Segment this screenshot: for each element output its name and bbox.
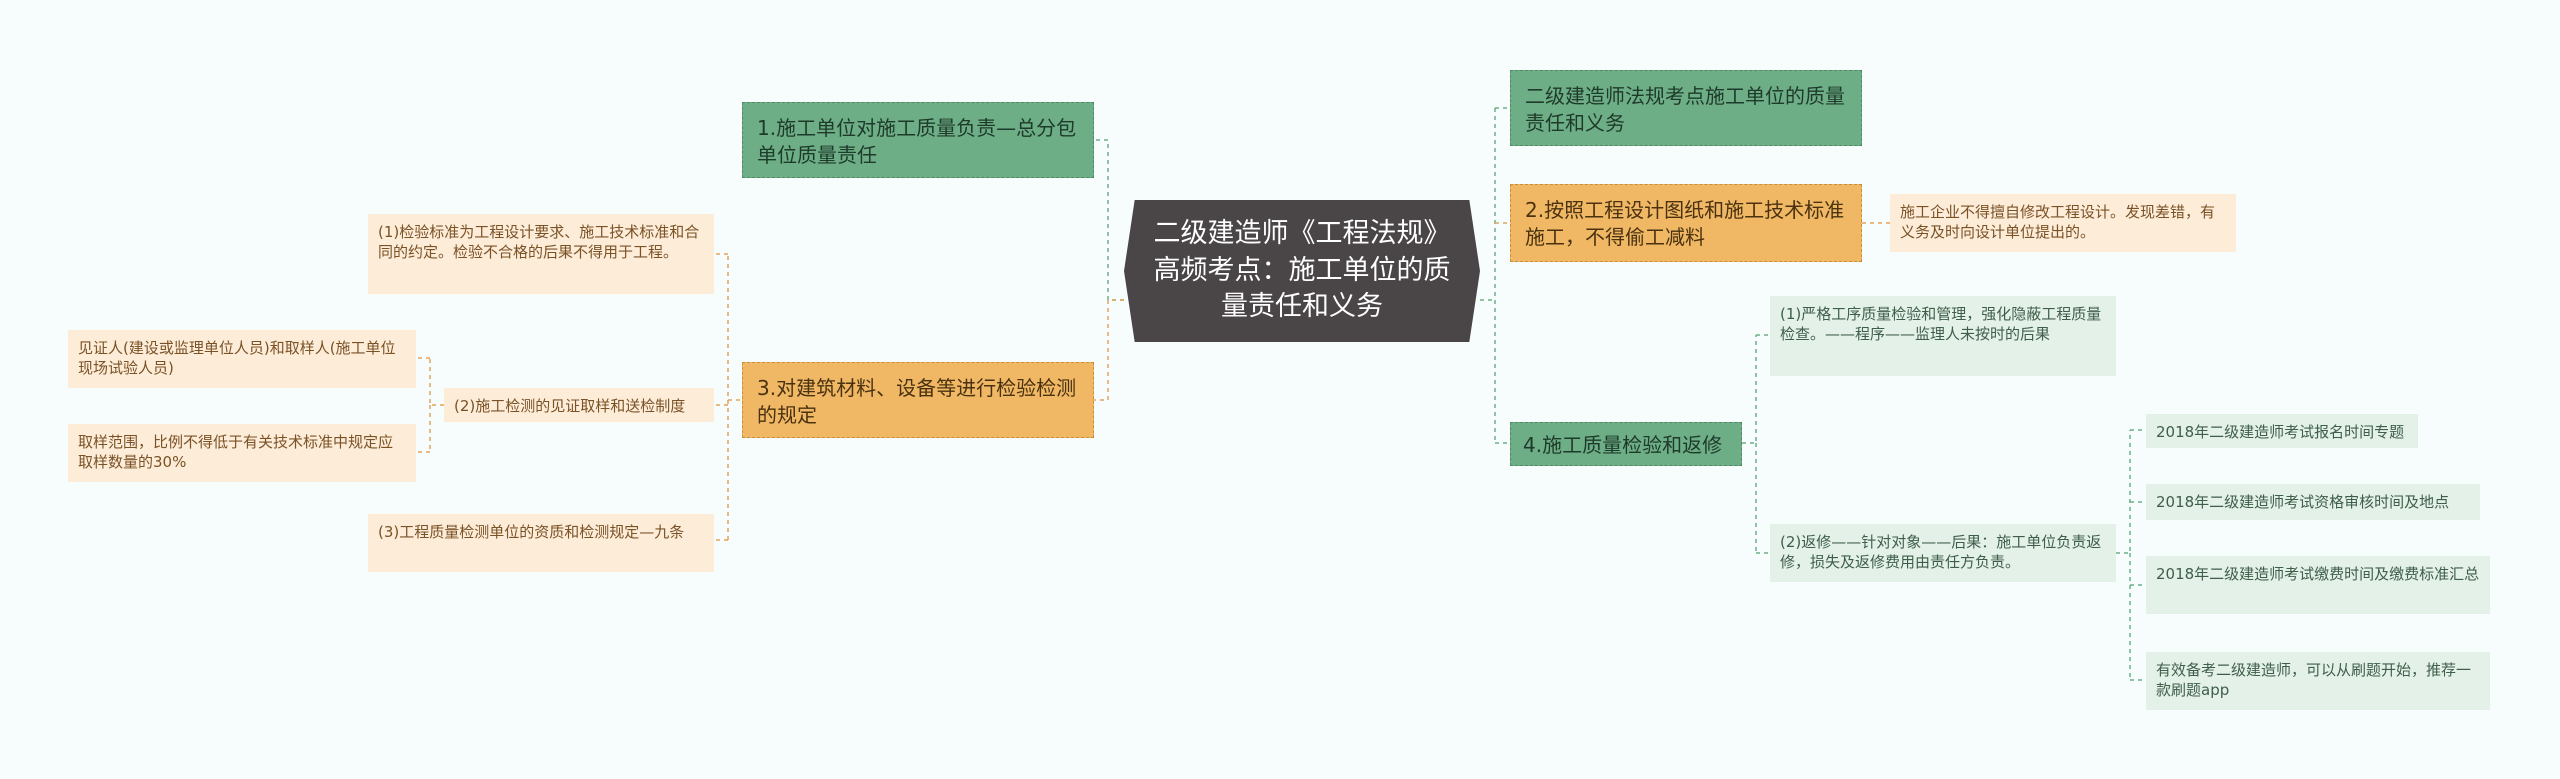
branch-4-grandchild-2[interactable]: 2018年二级建造师考试资格审核时间及地点 — [2146, 484, 2480, 520]
central-topic-text: 二级建造师《工程法规》高频考点：施工单位的质量责任和义务 — [1153, 218, 1451, 323]
branch-3-child-1[interactable]: (1)检验标准为工程设计要求、施工技术标准和合同的约定。检验不合格的后果不得用于… — [368, 214, 714, 294]
branch-4-child-2[interactable]: (2)返修——针对对象——后果：施工单位负责返修，损失及返修费用由责任方负责。 — [1770, 524, 2116, 582]
branch-4-grandchild-3-text: 2018年二级建造师考试缴费时间及缴费标准汇总 — [2156, 565, 2480, 583]
branch-4-grandchild-2-text: 2018年二级建造师考试资格审核时间及地点 — [2156, 493, 2450, 511]
branch-3-child-1-text: (1)检验标准为工程设计要求、施工技术标准和合同的约定。检验不合格的后果不得用于… — [378, 223, 700, 262]
branch-3-text: 3.对建筑材料、设备等进行检验检测的规定 — [757, 376, 1077, 427]
branch-4-text: 4.施工质量检验和返修 — [1523, 433, 1723, 457]
branch-4-grandchild-1-text: 2018年二级建造师考试报名时间专题 — [2156, 423, 2405, 441]
branch-4-child-1-text: (1)严格工序质量检验和管理，强化隐蔽工程质量检查。——程序——监理人未按时的后… — [1780, 305, 2102, 344]
branch-2-node[interactable]: 2.按照工程设计图纸和施工技术标准施工，不得偷工减料 — [1510, 184, 1862, 262]
branch-2-child-text: 施工企业不得擅自修改工程设计。发现差错，有义务及时向设计单位提出的。 — [1900, 203, 2216, 242]
branch-4-node[interactable]: 4.施工质量检验和返修 — [1510, 422, 1742, 466]
connector-branch3-trunk — [727, 254, 740, 540]
branch-4-grandchild-1[interactable]: 2018年二级建造师考试报名时间专题 — [2146, 414, 2418, 448]
branch-4-child-2-text: (2)返修——针对对象——后果：施工单位负责返修，损失及返修费用由责任方负责。 — [1780, 533, 2102, 572]
connector-center-branch3 — [1094, 299, 1124, 401]
branch-3-node[interactable]: 3.对建筑材料、设备等进行检验检测的规定 — [742, 362, 1094, 438]
branch-1-node[interactable]: 1.施工单位对施工质量负责—总分包单位质量责任 — [742, 102, 1094, 178]
central-topic[interactable]: 二级建造师《工程法规》高频考点：施工单位的质量责任和义务 — [1124, 200, 1480, 342]
branch-3-grandchild-2[interactable]: 取样范围，比例不得低于有关技术标准中规定应取样数量的30% — [68, 424, 416, 482]
branch-3-child-2-text: (2)施工检测的见证取样和送检制度 — [454, 397, 686, 415]
branch-0-node[interactable]: 二级建造师法规考点施工单位的质量责任和义务 — [1510, 70, 1862, 146]
branch-3-child-3-text: (3)工程质量检测单位的资质和检测规定—九条 — [378, 523, 685, 541]
branch-4-grandchild-3[interactable]: 2018年二级建造师考试缴费时间及缴费标准汇总 — [2146, 556, 2490, 614]
connector-c2-trunk — [429, 358, 444, 452]
branch-4-grandchild-4-text: 有效备考二级建造师，可以从刷题开始，推荐一款刷题app — [2156, 661, 2472, 700]
branch-3-grandchild-1-text: 见证人(建设或监理单位人员)和取样人(施工单位现场试验人员) — [78, 339, 396, 378]
branch-1-text: 1.施工单位对施工质量负责—总分包单位质量责任 — [757, 116, 1077, 167]
branch-4-grandchild-4[interactable]: 有效备考二级建造师，可以从刷题开始，推荐一款刷题app — [2146, 652, 2490, 710]
branch-2-text: 2.按照工程设计图纸和施工技术标准施工，不得偷工减料 — [1525, 198, 1845, 249]
connector-rc2-trunk — [2116, 430, 2131, 680]
branch-3-child-2[interactable]: (2)施工检测的见证取样和送检制度 — [444, 388, 714, 422]
branch-3-child-3[interactable]: (3)工程质量检测单位的资质和检测规定—九条 — [368, 514, 714, 572]
connector-center-branch1 — [1094, 139, 1124, 301]
branch-0-text: 二级建造师法规考点施工单位的质量责任和义务 — [1525, 84, 1845, 135]
branch-3-grandchild-1[interactable]: 见证人(建设或监理单位人员)和取样人(施工单位现场试验人员) — [68, 330, 416, 388]
branch-4-child-1[interactable]: (1)严格工序质量检验和管理，强化隐蔽工程质量检查。——程序——监理人未按时的后… — [1770, 296, 2116, 376]
connector-branch4-trunk — [1742, 335, 1757, 553]
branch-2-child[interactable]: 施工企业不得擅自修改工程设计。发现差错，有义务及时向设计单位提出的。 — [1890, 194, 2236, 252]
branch-3-grandchild-2-text: 取样范围，比例不得低于有关技术标准中规定应取样数量的30% — [78, 433, 394, 472]
